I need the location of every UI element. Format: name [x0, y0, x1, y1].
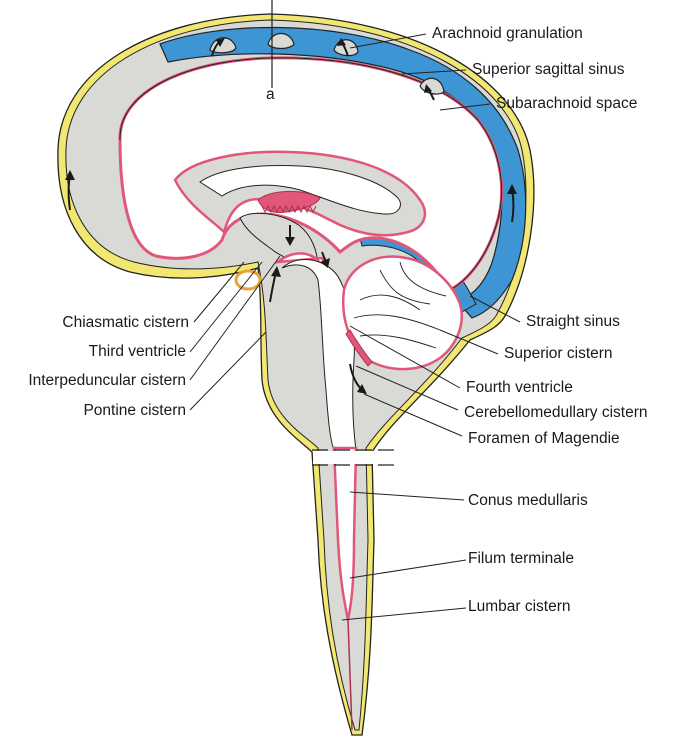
spinal-break-marks [312, 449, 394, 466]
label-interpeduncular-cistern: Interpeduncular cistern [28, 372, 186, 389]
spinal-break-gap [313, 451, 393, 464]
label-third-ventricle: Third ventricle [88, 343, 186, 360]
label-foramen-of-magendie: Foramen of Magendie [468, 430, 620, 447]
label-conus-medullaris: Conus medullaris [468, 492, 588, 509]
section-marker-a: a [266, 86, 275, 103]
fourth-ventricle-choroid [345, 329, 373, 367]
choroid-plexus-fringe [261, 204, 317, 214]
csf-arrow-heads [65, 38, 517, 394]
label-cerebellomedullary-cistern: Cerebellomedullary cistern [464, 404, 648, 421]
spinal-cord [332, 446, 358, 621]
label-superior-cistern: Superior cistern [504, 345, 613, 362]
label-pontine-cistern: Pontine cistern [83, 402, 186, 419]
leader-lines [189, 33, 521, 621]
label-subarachnoid-space: Subarachnoid space [496, 95, 638, 112]
label-arachnoid-granulation: Arachnoid granulation [432, 25, 583, 42]
label-superior-sagittal-sinus: Superior sagittal sinus [472, 61, 625, 78]
lateral-ventricle-white [199, 165, 401, 215]
filum-terminale-line [347, 619, 353, 731]
label-straight-sinus: Straight sinus [526, 313, 620, 330]
superior-sagittal-sinus-region [159, 26, 527, 319]
label-fourth-ventricle: Fourth ventricle [466, 379, 573, 396]
label-filum-terminale: Filum terminale [468, 550, 574, 567]
label-chiasmatic-cistern: Chiasmatic cistern [62, 314, 189, 331]
label-lumbar-cistern: Lumbar cistern [468, 598, 571, 615]
